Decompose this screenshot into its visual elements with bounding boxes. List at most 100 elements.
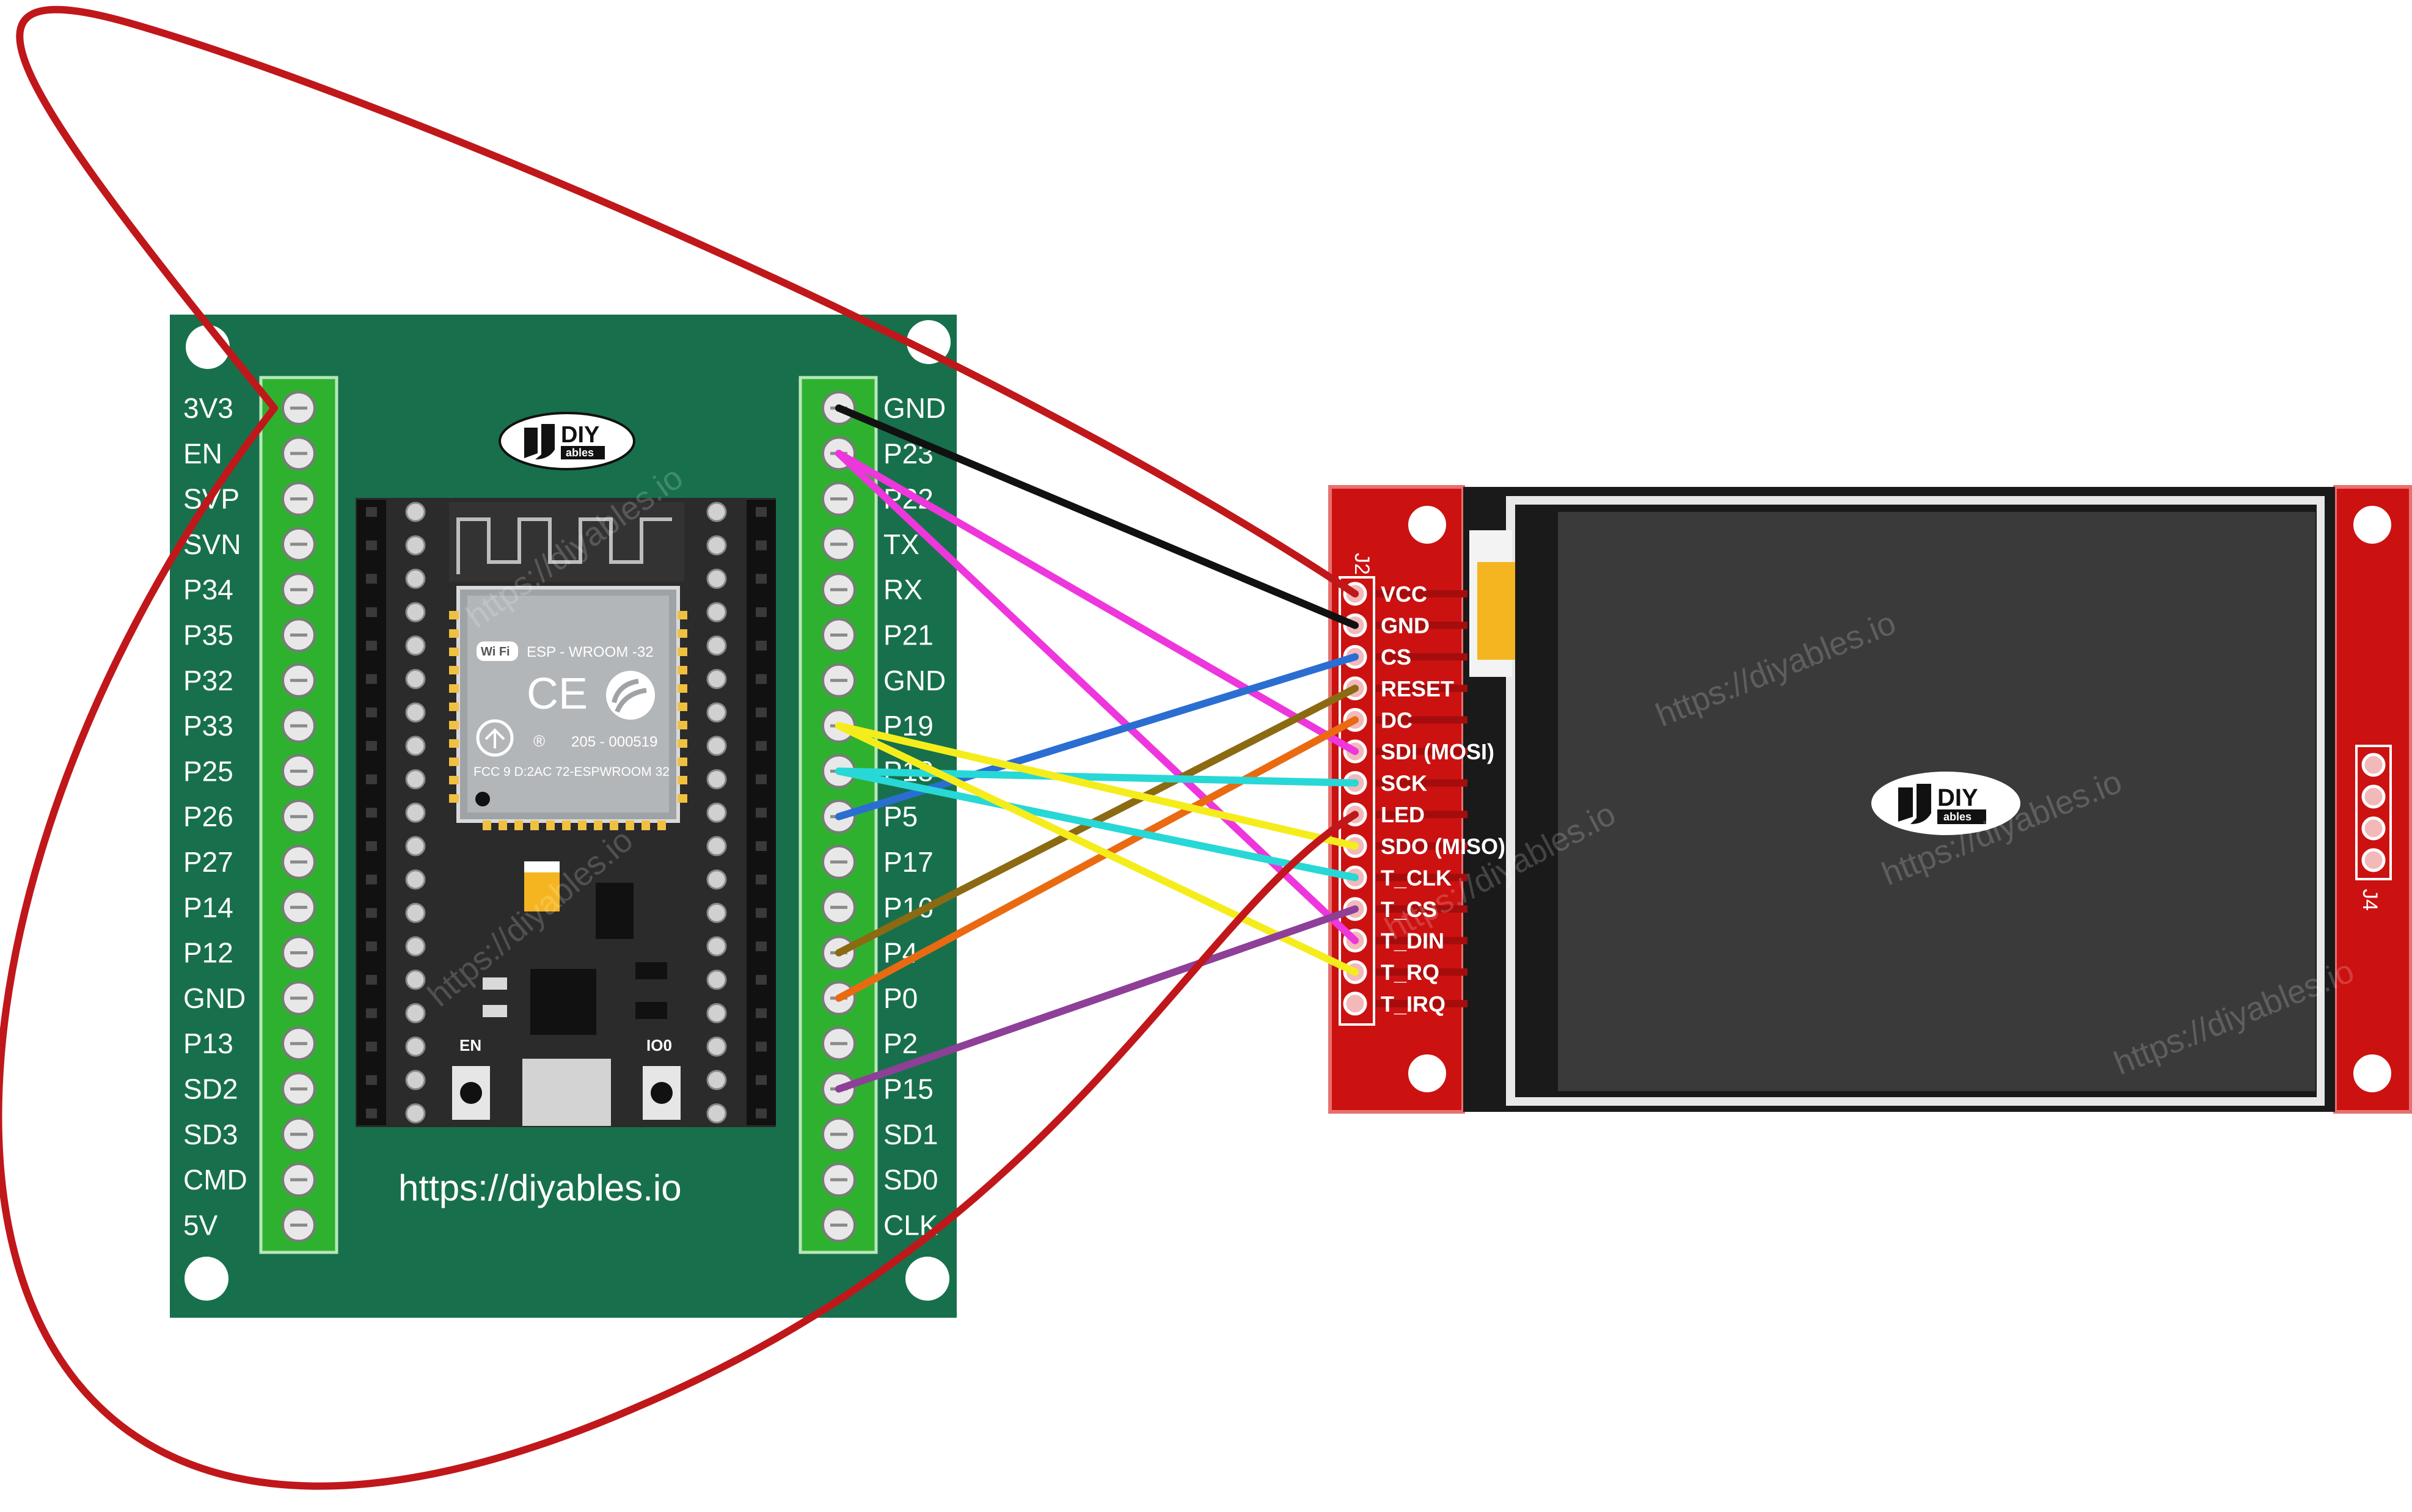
tft-pcb-left <box>1328 485 1465 1114</box>
devkit-header-pins <box>366 507 767 1119</box>
board-logo: DIY ables <box>499 412 635 470</box>
left-pin-label-cmd: CMD <box>183 1164 247 1196</box>
module-pad <box>449 648 459 656</box>
tft-flex-tab <box>1477 562 1515 660</box>
io0-button[interactable] <box>651 1082 673 1104</box>
devkit-pin-column-right <box>706 502 727 1124</box>
header-pin <box>366 540 377 550</box>
tft-pin-t-irq[interactable] <box>1343 992 1367 1016</box>
module-pad <box>610 820 618 830</box>
devkit-pin-hole <box>706 635 727 656</box>
module-pad <box>678 611 687 619</box>
header-pin <box>756 1008 767 1018</box>
board-logo-sub: ables <box>566 447 594 459</box>
module-pad <box>449 794 459 803</box>
module-pad <box>578 820 587 830</box>
header-pin <box>366 774 377 784</box>
devkit-pin-hole <box>405 1103 426 1124</box>
tft-pin-trace <box>1376 684 1467 692</box>
devkit-pin-hole <box>405 635 426 656</box>
tft-pin-trace <box>1376 811 1467 819</box>
header-pin <box>366 1008 377 1018</box>
devkit-pin-hole <box>405 602 426 623</box>
left-pin-label-svn: SVN <box>183 528 241 560</box>
tft-mount-hole-2 <box>1402 1048 1452 1098</box>
wifi-badge-bg <box>477 641 518 661</box>
regulator-tab <box>524 861 560 872</box>
tft-pin-trace <box>1376 842 1467 850</box>
board-logo-text: DIY <box>561 422 599 448</box>
module-pad <box>514 820 523 830</box>
small-chip <box>596 883 634 939</box>
wire-3v3-to-led <box>0 404 1359 1490</box>
wire-p19-to-sdo-miso <box>835 722 1359 850</box>
mount-hole-top-right <box>907 320 951 364</box>
right-pin-label-p5: P5 <box>883 801 918 833</box>
devkit-pin-hole <box>405 869 426 890</box>
left-pin-label-sd2: SD2 <box>183 1073 238 1105</box>
display-logo: DIY ables <box>1871 772 2020 835</box>
j4-pin <box>2361 816 2386 841</box>
devkit-pin-hole <box>405 669 426 689</box>
header-pin <box>756 774 767 784</box>
wire-p18-to-sck <box>835 767 1359 787</box>
board-logo-mark <box>524 424 555 459</box>
display-logo-sub: ables <box>1943 811 1972 823</box>
devkit-pin-hole <box>706 535 727 556</box>
board-logo-sub-bg <box>561 446 605 459</box>
cert-line-2: FCC 9 D:2AC 72-ESPWROOM 32 <box>473 765 670 779</box>
left-pin-label-en: EN <box>183 437 222 469</box>
module-pad <box>626 820 634 830</box>
mount-hole-bottom-right <box>905 1257 949 1301</box>
module-pad <box>449 684 459 693</box>
module-pad <box>449 611 459 619</box>
wires <box>0 5 1359 1490</box>
en-button[interactable] <box>460 1082 482 1104</box>
left-pin-label-p13: P13 <box>183 1028 233 1059</box>
devkit-pin-hole <box>706 802 727 823</box>
smd-component-3 <box>483 977 507 990</box>
right-pin-label-p0: P0 <box>883 982 918 1014</box>
devkit-pin-hole <box>706 970 727 990</box>
header-pin <box>756 674 767 684</box>
right-pin-label-gnd: GND <box>883 665 946 696</box>
mount-hole-bottom-left <box>185 1257 228 1301</box>
smd-component-4 <box>483 1005 507 1017</box>
wifi-badge: Wi Fi <box>477 641 518 661</box>
devkit-pin-column-left <box>405 502 426 1124</box>
module-pad <box>530 820 539 830</box>
left-pin-label-5v: 5V <box>183 1209 218 1241</box>
left-pin-label-3v3: 3V3 <box>183 392 233 424</box>
header-pin <box>366 574 377 584</box>
header-pin <box>366 1108 377 1119</box>
header-pin <box>366 507 377 517</box>
header-pin <box>366 640 377 651</box>
header-pin <box>756 974 767 985</box>
smd-component-2 <box>635 1002 667 1019</box>
module-pad <box>499 820 507 830</box>
devkit-pin-hole <box>706 702 727 723</box>
module-pad <box>449 758 459 766</box>
tft-pin-trace <box>1376 905 1467 913</box>
wire-p23-to-sdi-mosi <box>835 450 1359 755</box>
tft-pin-label-t-irq: T_IRQ <box>1381 992 1445 1017</box>
header-pin <box>366 1075 377 1085</box>
header-pin <box>366 1042 377 1052</box>
right-pin-label-p17: P17 <box>883 846 934 878</box>
usb-uart-chip <box>530 969 596 1035</box>
tft-pin-trace <box>1376 999 1467 1007</box>
tft-pin-label-vcc: VCC <box>1381 582 1427 607</box>
devkit-pin-hole <box>405 970 426 990</box>
right-pin-label-sd0: SD0 <box>883 1164 938 1196</box>
tft-pin-trace <box>1376 874 1467 882</box>
devkit-pin-hole <box>706 1103 727 1124</box>
module-pad <box>594 820 602 830</box>
devkit-pin-hole <box>706 902 727 923</box>
tft-mount-hole-1 <box>1402 500 1452 550</box>
tft-pin-trace <box>1376 653 1467 661</box>
tft-pin-label-sck: SCK <box>1381 771 1427 796</box>
tft-pin-trace <box>1376 716 1467 724</box>
tft-pin-trace <box>1376 937 1467 944</box>
